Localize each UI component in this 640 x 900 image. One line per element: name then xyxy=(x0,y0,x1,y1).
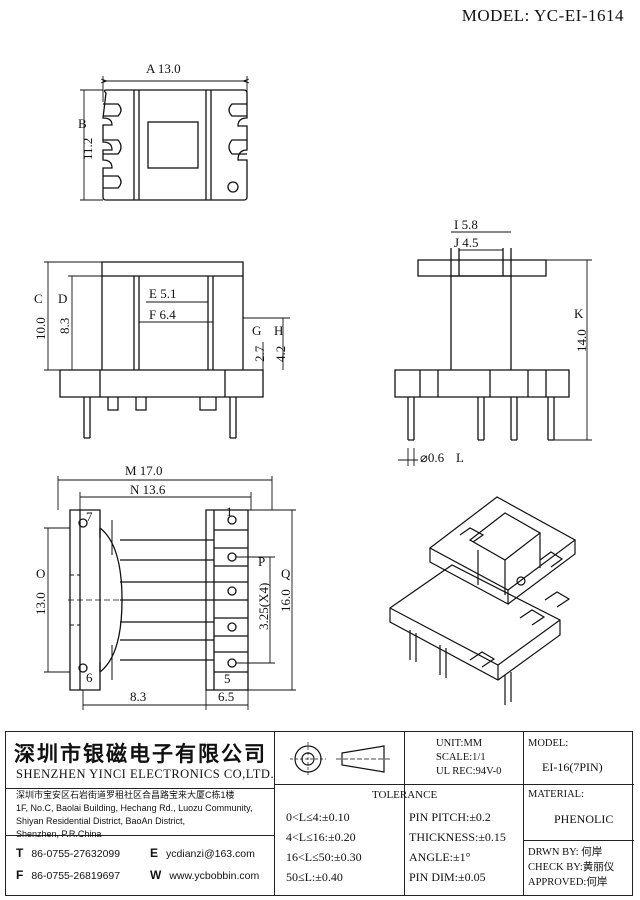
dim-q-value: 16.0 xyxy=(278,589,293,612)
address-line: Shenzhen, P.R.China xyxy=(16,829,102,839)
dim-l: L xyxy=(456,450,464,465)
dim-o: O xyxy=(36,566,45,581)
scale-label: SCALE:1/1 xyxy=(436,752,486,763)
bottom-view: M 17.0 N 13.6 7 6 1 5 O 13.0 P 3.25(X4) … xyxy=(33,463,296,710)
drawn-by: DRWN BY: 何岸 xyxy=(528,847,603,858)
address-line: 深圳市宝安区石岩街道罗租社区合昌路宝来大厦C栋1楼 xyxy=(16,790,235,800)
tolerance-right-row: THICKNESS:±0.15 xyxy=(409,830,506,844)
dim-p: P xyxy=(258,554,265,569)
isometric-view xyxy=(389,496,577,705)
dim-o-value: 13.0 xyxy=(33,592,48,615)
title-block: 深圳市银磁电子有限公司 SHENZHEN YINCI ELECTRONICS C… xyxy=(5,731,634,896)
dim-g: G xyxy=(252,323,261,338)
material-value: PHENOLIC xyxy=(554,812,614,826)
dim-k: K xyxy=(574,306,584,321)
model-title: MODEL: YC-EI-1614 xyxy=(461,6,624,25)
material-label: MATERIAL: xyxy=(528,789,584,800)
dim-e: E 5.1 xyxy=(149,286,176,301)
company-name-en: SHENZHEN YINCI ELECTRONICS CO,LTD. xyxy=(16,767,275,781)
tolerance-row: 4<L≤16:±0.20 xyxy=(286,830,356,844)
dim-b: B xyxy=(78,116,87,131)
tolerance-right-row: PIN PITCH:±0.2 xyxy=(409,810,491,824)
dim-d: D xyxy=(58,291,67,306)
pin-5-label: 5 xyxy=(224,671,231,686)
dim-f: F 6.4 xyxy=(149,307,176,322)
pin-6-label: 6 xyxy=(86,670,93,685)
unit-label: UNIT:MM xyxy=(436,738,483,749)
checked-by: CHECK BY:黄丽仪 xyxy=(528,862,615,873)
dim-j: J 4.5 xyxy=(454,235,479,250)
dim-k-value: 14.0 xyxy=(574,329,589,352)
dim-h: H xyxy=(274,323,283,338)
dim-i: I 5.8 xyxy=(454,217,478,232)
tolerance-row: 0<L≤4:±0.10 xyxy=(286,810,350,824)
dim-c: C xyxy=(34,291,43,306)
dim-a: A 13.0 xyxy=(146,61,181,76)
company-name-cn: 深圳市银磁电子有限公司 xyxy=(14,742,267,766)
dim-bottom-right: 6.5 xyxy=(218,689,234,704)
tolerance-right-row: PIN DIM:±0.05 xyxy=(409,870,486,884)
company-address: 深圳市宝安区石岩街道罗租社区合昌路宝来大厦C栋1楼 1F, No.C, Baol… xyxy=(16,789,266,841)
top-view: A 13.0 B 11.2 xyxy=(78,61,250,201)
ul-label: UL REC:94V-0 xyxy=(436,766,502,777)
dim-g-value: 2.7 xyxy=(252,345,267,362)
technical-drawing: A 13.0 B 11.2 C 10.0 D 8.3 xyxy=(33,61,592,710)
dim-l-value: ⌀0.6 xyxy=(420,450,445,465)
dim-h-value: 4.2 xyxy=(273,346,288,362)
model-value: EI-16(7PIN) xyxy=(542,760,603,774)
pin-7-label: 7 xyxy=(86,509,93,524)
dim-m: M 17.0 xyxy=(125,463,163,478)
dim-c-value: 10.0 xyxy=(33,317,48,340)
dim-n: N 13.6 xyxy=(130,482,166,497)
dim-q: Q xyxy=(281,566,291,581)
dim-d-value: 8.3 xyxy=(57,318,72,334)
dim-bottom-left: 8.3 xyxy=(130,689,146,704)
tolerance-row: 50≤L:±0.40 xyxy=(286,870,343,884)
dim-b-value: 11.2 xyxy=(80,138,95,160)
tolerance-right-row: ANGLE:±1° xyxy=(409,850,471,864)
pin-1-label: 1 xyxy=(226,504,233,519)
front-view: C 10.0 D 8.3 E 5.1 F 6.4 G 2.7 H 4.2 xyxy=(33,261,290,439)
side-view: I 5.8 J 4.5 K 14.0 ⌀0.6 L xyxy=(394,217,592,466)
tolerance-title: TOLERANCE xyxy=(372,789,438,801)
model-label: MODEL: xyxy=(528,738,569,749)
projection-symbol-icon xyxy=(290,742,390,776)
dim-p-value: 3.25(X4) xyxy=(256,583,271,630)
approved-by: APPROVED:何岸 xyxy=(528,877,608,888)
address-line: Shiyan Residential District, BaoAn Distr… xyxy=(16,816,186,826)
tolerance-row: 16<L≤50:±0.30 xyxy=(286,850,362,864)
address-line: 1F, No.C, Baolai Building, Hechang Rd., … xyxy=(16,803,253,813)
